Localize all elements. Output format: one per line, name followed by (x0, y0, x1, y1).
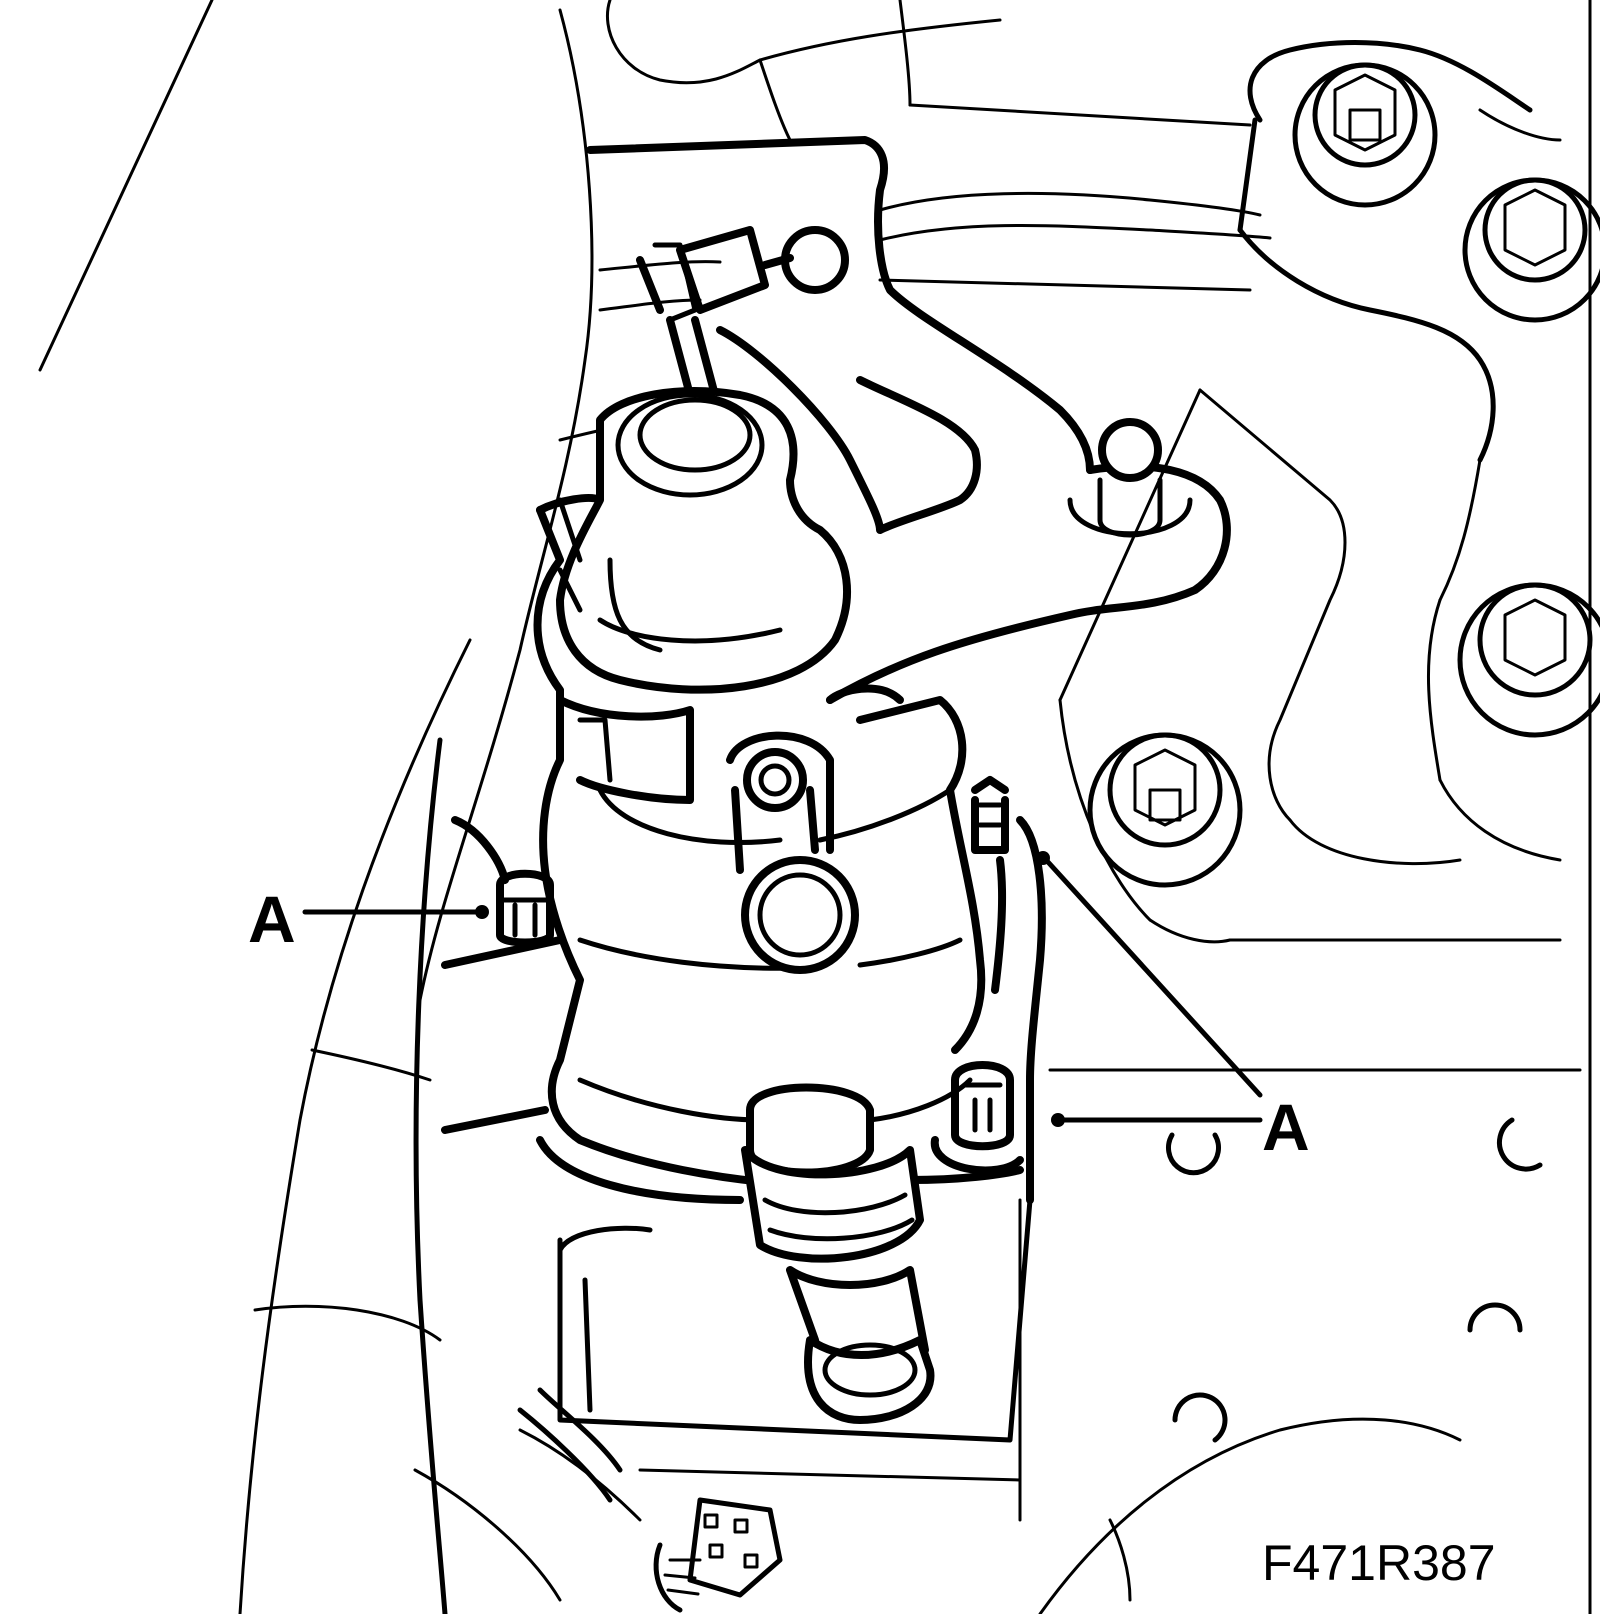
bolt-center-right (1087, 732, 1243, 888)
callout-leaders (302, 851, 1263, 1127)
linkage-rod (636, 226, 849, 399)
leader-dot-lower-right (1051, 1113, 1065, 1127)
ball-joint-right (1067, 418, 1193, 538)
selector-lever (586, 136, 1231, 704)
bolt-right-middle (1457, 582, 1600, 738)
leader-line-upper-right (1045, 859, 1263, 1098)
screw-lower (930, 1061, 1034, 1204)
right-bolts (1087, 62, 1600, 1443)
screw-upper (971, 776, 1046, 1084)
right-bracket-plate (1038, 0, 1592, 1614)
screw-left (441, 816, 564, 1134)
callout-label-left: A (248, 882, 296, 956)
callout-label-right: A (1262, 1090, 1310, 1164)
base-plate (557, 1197, 1033, 1522)
leader-dot-left (475, 905, 489, 919)
bolt-right-upper (1462, 177, 1600, 323)
background-outline (38, 0, 642, 1614)
mounting-holes (1166, 1117, 1543, 1443)
bolt-top (1292, 62, 1438, 208)
connector-plug (517, 1387, 783, 1613)
sensor-fitting (741, 1083, 935, 1424)
upper-housing (558, 0, 1272, 442)
lever-clamp (726, 731, 859, 974)
figure-code: F471R387 (1262, 1535, 1496, 1591)
leader-dot-upper-right (1036, 851, 1050, 865)
